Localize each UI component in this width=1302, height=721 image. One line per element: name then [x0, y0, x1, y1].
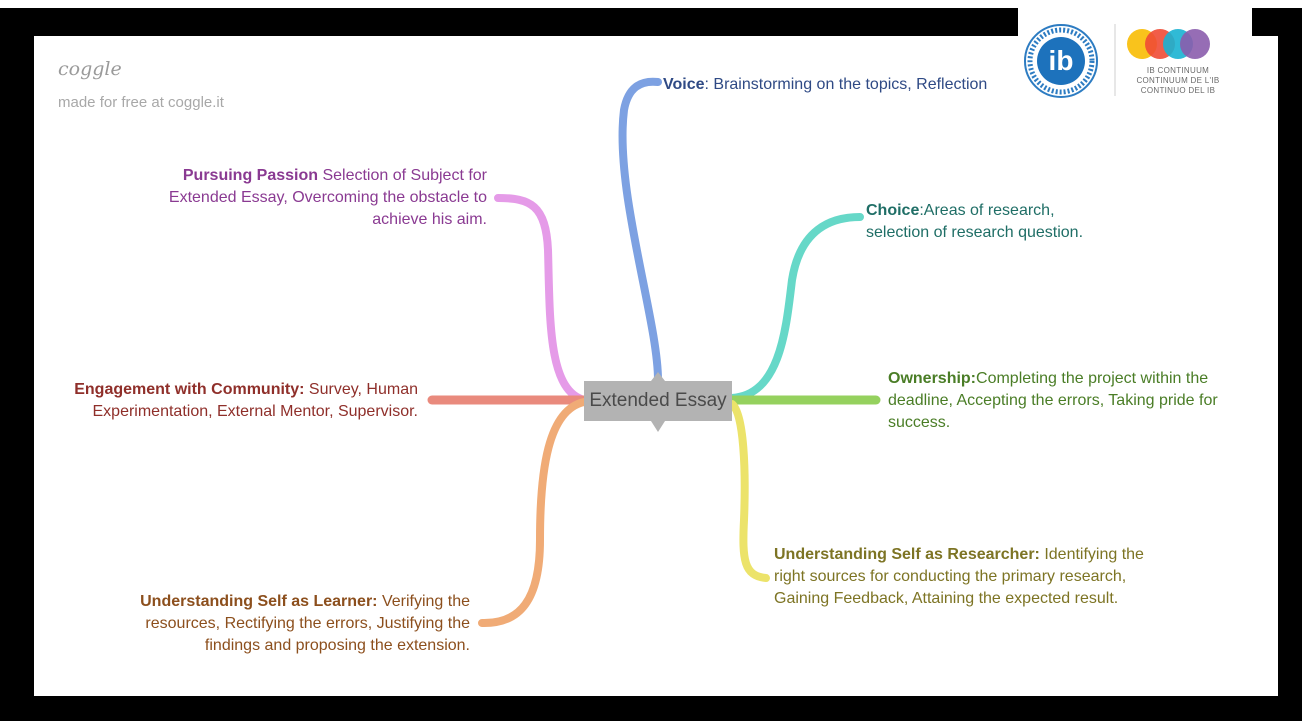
node-voice[interactable]: Voice: Brainstorming on the topics, Refl… — [663, 74, 987, 96]
branch-researcher — [728, 400, 770, 582]
node-passion[interactable]: Pursuing Passion Selection of Subject fo… — [169, 165, 487, 231]
node-passion-text: Selection of Subject for — [318, 167, 487, 184]
branch-learner — [478, 398, 588, 628]
node-researcher-text-3: Gaining Feedback, Attaining the expected… — [774, 590, 1119, 607]
ib-continuum-text: IB CONTINUUM CONTINUUM DE L'IB CONTINUO … — [1126, 66, 1230, 96]
top-white-band — [0, 0, 1302, 8]
node-learner-text-2: resources, Rectifying the errors, Justif… — [145, 615, 470, 632]
node-passion-text-3: achieve his aim. — [372, 211, 487, 228]
branch-choice — [728, 213, 864, 402]
node-community-title: Engagement with Community: — [74, 381, 305, 398]
ib-continuum-line-1: IB CONTINUUM — [1146, 66, 1210, 75]
branch-passion — [494, 194, 588, 404]
center-node[interactable]: Extended Essay — [584, 381, 732, 421]
node-voice-title: Voice — [663, 76, 705, 93]
node-learner[interactable]: Understanding Self as Learner: Verifying… — [140, 591, 470, 657]
node-researcher-title: Understanding Self as Researcher: — [774, 546, 1040, 563]
ib-continuum-line-3: CONTINUO DEL IB — [1140, 86, 1216, 95]
node-ownership[interactable]: Ownership:Completing the project within … — [888, 368, 1218, 434]
ib-logo-icon — [1024, 24, 1210, 98]
node-choice-text: :Areas of research, — [919, 202, 1055, 219]
node-researcher[interactable]: Understanding Self as Researcher: Identi… — [774, 544, 1144, 610]
branch-voice — [618, 77, 662, 384]
node-passion-text-2: Extended Essay, Overcoming the obstacle … — [168, 189, 487, 206]
node-voice-text: : Brainstorming on the topics, Reflectio… — [704, 76, 988, 93]
center-node-arrows — [651, 372, 665, 432]
ib-letters: ib — [1048, 45, 1074, 76]
node-researcher-text: Identifying the — [1039, 546, 1144, 563]
node-ownership-text-2: deadline, Accepting the errors, Taking p… — [888, 392, 1218, 409]
node-ownership-text: Completing the project within the — [976, 370, 1209, 387]
node-choice-title: Choice — [866, 202, 920, 219]
ib-logo-box: ib IB CONTINUUM CONTINUUM DE L'IB CONTIN… — [1018, 6, 1252, 126]
node-community-text: Survey, Human — [304, 381, 418, 398]
ib-continuum-line-2: CONTINUUM DE L'IB — [1136, 76, 1220, 85]
coggle-credit: made for free at coggle.it — [58, 94, 224, 111]
node-passion-title: Pursuing Passion — [182, 167, 319, 184]
node-choice-text-2: selection of research question. — [866, 224, 1084, 241]
node-community-text-2: Experimentation, External Mentor, Superv… — [92, 403, 419, 420]
node-choice[interactable]: Choice:Areas of research, selection of r… — [866, 200, 1083, 244]
coggle-brand: coggle — [58, 58, 122, 80]
node-learner-title: Understanding Self as Learner: — [140, 593, 378, 610]
node-ownership-text-3: success. — [888, 414, 951, 431]
node-community[interactable]: Engagement with Community: Survey, Human… — [74, 379, 418, 423]
node-learner-text: Verifying the — [377, 593, 470, 610]
node-ownership-title: Ownership: — [888, 370, 977, 387]
node-learner-text-3: findings and proposing the extension. — [204, 637, 470, 654]
node-researcher-text-2: right sources for conducting the primary… — [774, 568, 1127, 585]
